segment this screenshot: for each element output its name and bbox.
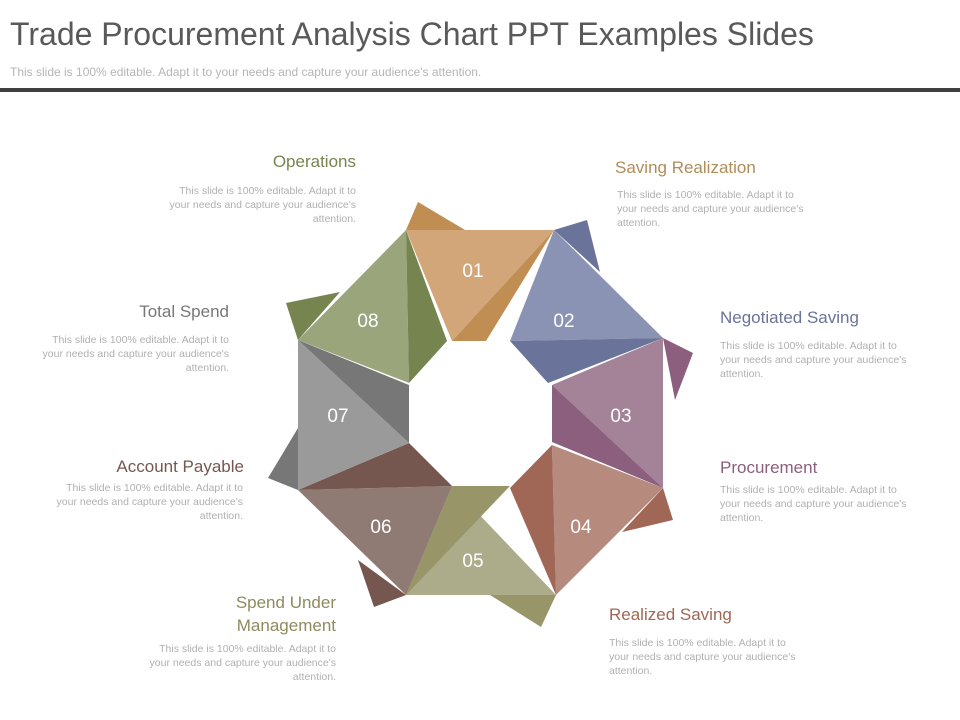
label-negotiated-saving: Negotiated Saving [720,308,859,327]
segment-flap-08 [286,292,340,340]
segment-shade-03 [552,385,663,488]
segment-procurement: 04 [510,445,673,595]
segment-number-08: 08 [357,311,378,332]
segment-flap-06 [358,560,406,607]
label-account-payable: Account Payable [116,457,244,476]
segment-realized-saving: 05 [406,486,556,627]
segment-flap-07 [268,428,298,490]
segment-operations: 01 [406,202,554,341]
desc-account-payable: This slide is 100% editable. Adapt it to… [56,482,243,522]
segment-face-06 [298,486,452,595]
segment-number-07: 07 [327,406,348,427]
segment-spend-under-management: 06 [298,443,452,607]
page-title: Trade Procurement Analysis Chart PPT Exa… [10,16,814,52]
segment-number-06: 06 [370,517,391,538]
label-realized-saving: Realized Saving [609,605,732,624]
page-subtitle: This slide is 100% editable. Adapt it to… [10,65,482,79]
segment-shade-04 [510,445,556,595]
label-saving-realization: Saving Realization [615,158,756,177]
desc-saving-realization: This slide is 100% editable. Adapt it to… [617,189,804,229]
desc-realized-saving: This slide is 100% editable. Adapt it to… [609,637,796,677]
segment-account-payable: 07 [268,340,409,490]
segment-number-05: 05 [462,551,483,572]
label-total-spend: Total Spend [139,302,229,321]
segment-number-02: 02 [553,311,574,332]
segment-flap-03 [663,338,693,400]
desc-operations: This slide is 100% editable. Adapt it to… [169,185,356,225]
segment-face-03 [552,338,663,488]
segment-shade-02 [510,338,663,383]
header-divider [0,88,960,92]
segment-shade-01 [452,230,554,341]
segment-face-07 [298,340,409,490]
segment-face-08 [298,230,409,383]
segment-shade-06 [298,443,452,490]
segment-flap-01 [406,202,465,230]
segment-face-02 [510,230,663,341]
segment-total-spend: 08 [286,230,447,383]
desc-procurement: This slide is 100% editable. Adapt it to… [720,484,907,524]
segment-negotiated-saving: 03 [552,338,693,488]
segment-face-04 [552,445,663,595]
label-procurement: Procurement [720,458,818,477]
segment-number-04: 04 [570,517,592,538]
desc-spend-under-management: This slide is 100% editable. Adapt it to… [149,643,336,683]
segment-shade-07 [298,340,409,443]
segment-shade-08 [406,230,447,383]
segment-shade-05 [406,486,510,595]
label-operations: Operations [272,152,356,171]
desc-negotiated-saving: This slide is 100% editable. Adapt it to… [720,340,907,380]
label-spend-under-management: Spend Under Management [235,593,336,635]
segment-number-03: 03 [610,406,631,427]
segment-flap-04 [622,488,673,532]
segment-flap-05 [490,595,556,627]
segment-number-01: 01 [462,261,483,282]
segment-flap-02 [554,220,600,272]
desc-total-spend: This slide is 100% editable. Adapt it to… [42,334,229,374]
segment-saving-realization: 02 [510,220,663,383]
segment-face-01 [406,230,554,341]
